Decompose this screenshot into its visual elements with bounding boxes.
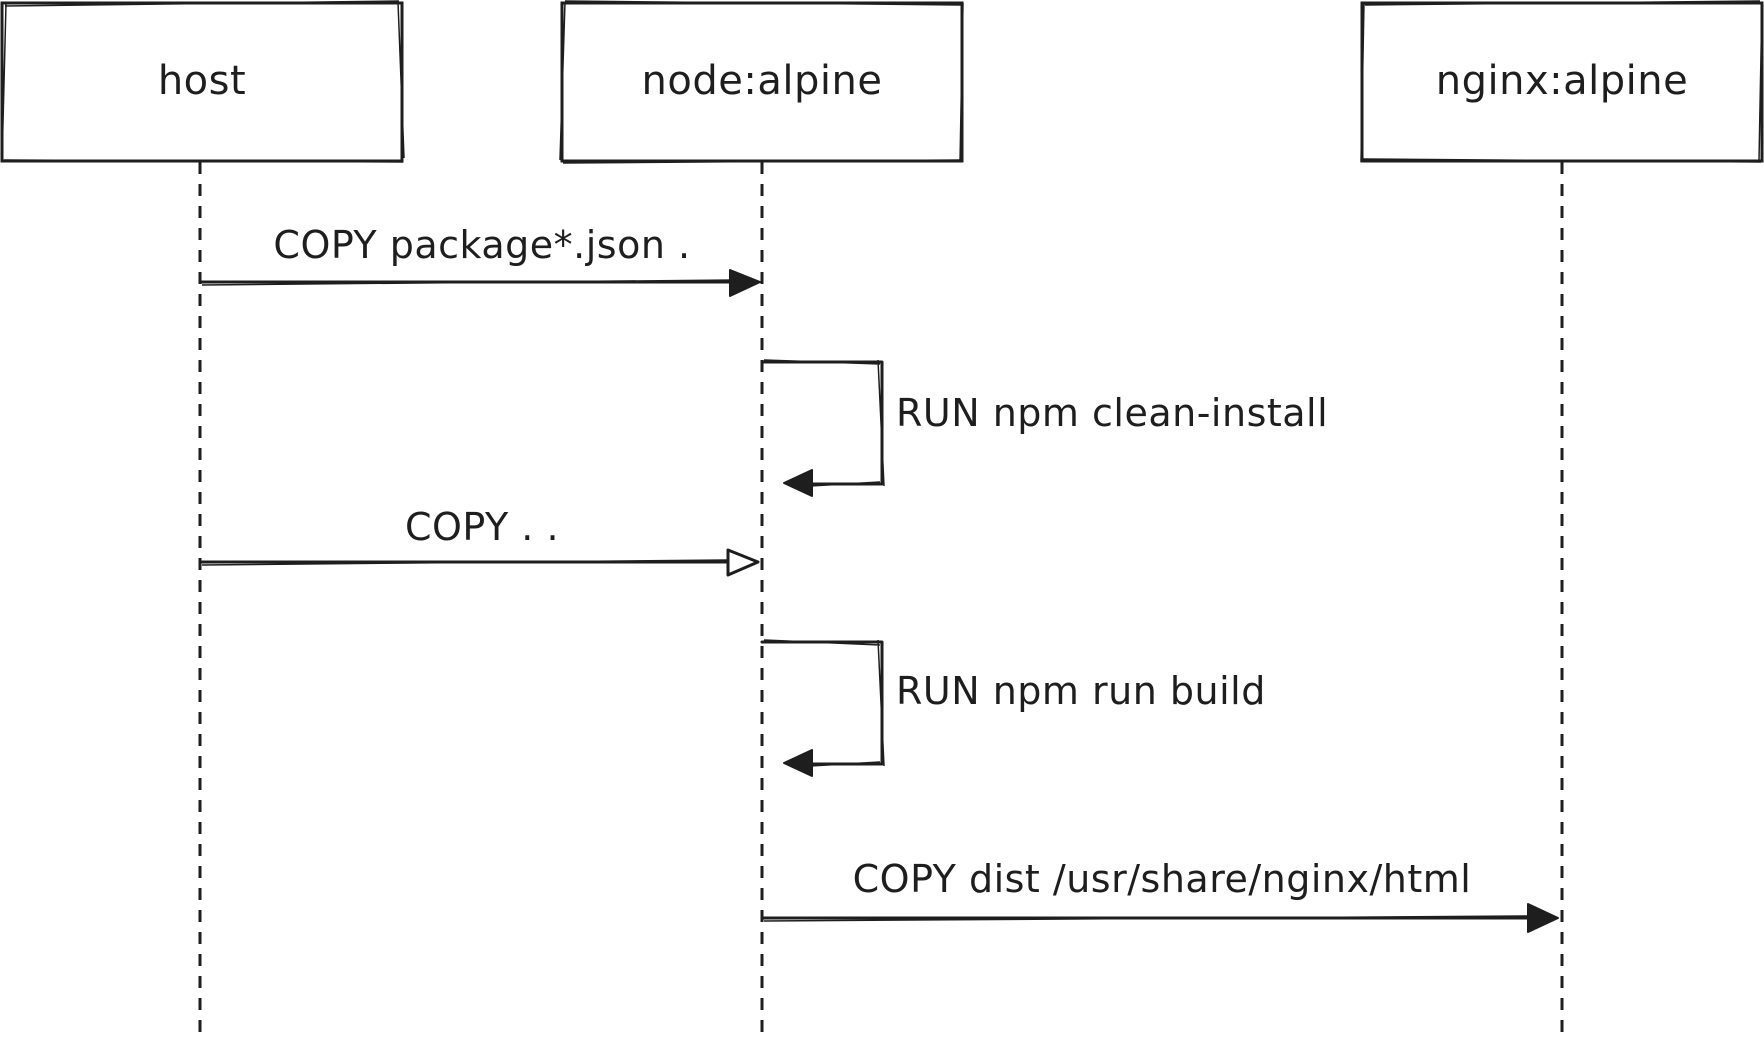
message-label: COPY dist /usr/share/nginx/html [853, 857, 1472, 901]
message-copy-dot-dot[interactable]: COPY . . [198, 505, 760, 577]
message-label: COPY package*.json . [273, 223, 690, 267]
participant-box-sketch [1, 0, 405, 163]
participant-label: host [158, 58, 246, 104]
message-arrow-sketch [763, 915, 1529, 922]
participant-label: nginx:alpine [1436, 58, 1688, 104]
message-arrow-line [760, 360, 884, 486]
arrow-head [783, 469, 813, 497]
participant-box [1360, 1, 1764, 163]
participant-host[interactable]: host [0, 0, 405, 163]
message-arrow-sketch [763, 359, 885, 487]
participant-node-alpine[interactable]: node:alpine [559, 0, 964, 164]
message-run-npm-clean-install[interactable]: RUN npm clean-install [760, 359, 1328, 497]
message-arrow-sketch [763, 639, 885, 767]
arrow-head [783, 749, 813, 777]
arrow-head [1527, 903, 1559, 933]
arrow-head [729, 269, 761, 297]
message-label: COPY . . [405, 505, 559, 549]
message-copy-dist[interactable]: COPY dist /usr/share/nginx/html [760, 857, 1559, 933]
message-label: RUN npm clean-install [896, 391, 1328, 435]
message-run-npm-run-build[interactable]: RUN npm run build [760, 639, 1266, 777]
message-arrow-sketch [201, 279, 736, 286]
participant-box-sketch [1360, 0, 1763, 163]
participant-nginx-alpine[interactable]: nginx:alpine [1360, 0, 1764, 163]
message-copy-package-json[interactable]: COPY package*.json . [198, 223, 761, 297]
arrow-head [726, 548, 760, 577]
message-arrow-line [760, 640, 884, 766]
message-label: RUN npm run build [896, 669, 1266, 713]
message-arrow-sketch [201, 559, 729, 566]
participant-box-sketch [559, 0, 964, 164]
participant-label: node:alpine [642, 58, 883, 104]
